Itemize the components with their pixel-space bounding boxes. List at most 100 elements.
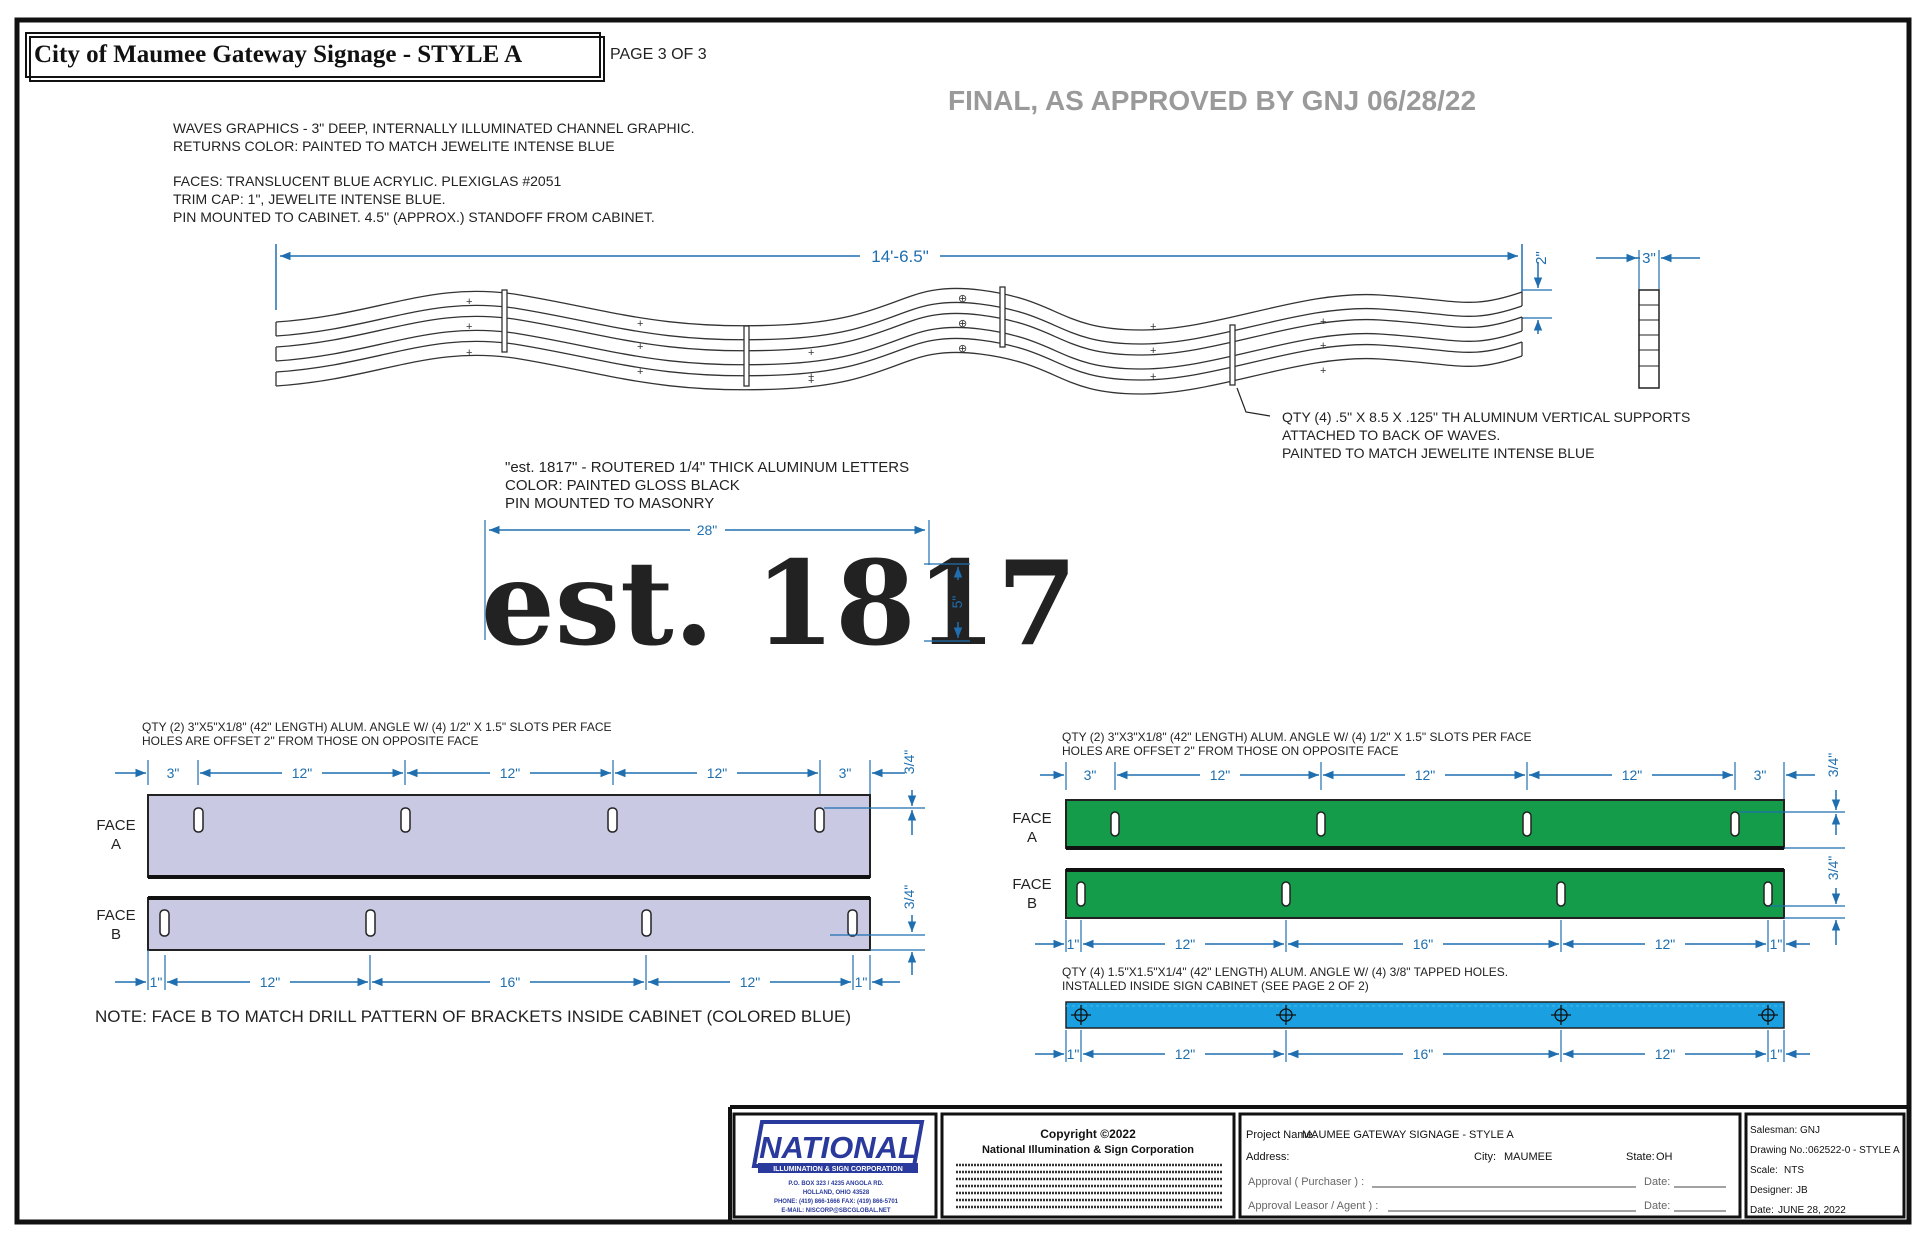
support-notes: QTY (4) .5" X 8.5 X .125" TH ALUMINUM VE… xyxy=(1282,409,1690,461)
waves-length-dimension: 14'-6.5" xyxy=(275,244,1523,310)
svg-text:+: + xyxy=(466,347,472,359)
right-face-a-label-2: A xyxy=(1027,829,1037,846)
date-label: Date: xyxy=(1750,1205,1774,1216)
right-bracket-mid-dimensions: 1" 12" 16" 12" 1" xyxy=(1035,920,1810,952)
company-address-4: E-MAIL: NISCORP@SBCGLOBAL.NET xyxy=(781,1208,891,1214)
logo-subtext: ILLUMINATION & SIGN CORPORATION xyxy=(773,1166,903,1173)
waves-height-label: 2" xyxy=(1533,251,1550,265)
left-bottom-dim-4: 12" xyxy=(740,974,761,990)
right-face-b-label-2: B xyxy=(1027,895,1037,912)
svg-text:+: + xyxy=(808,347,814,359)
company-address-3: PHONE: (419) 866-1666 FAX: (419) 866-570… xyxy=(774,1199,899,1205)
svg-text:+: + xyxy=(808,371,814,383)
waves-note-2: RETURNS COLOR: PAINTED TO MATCH JEWELITE… xyxy=(173,138,615,154)
est-notes: "est. 1817" - ROUTERED 1/4" THICK ALUMIN… xyxy=(505,459,909,512)
left-side-dim-b: 3/4" xyxy=(830,885,925,975)
address-label: Address: xyxy=(1246,1151,1289,1163)
company-logo: NATIONAL ILLUMINATION & SIGN CORPORATION xyxy=(751,1120,925,1173)
waves-notes: WAVES GRAPHICS - 3" DEEP, INTERNALLY ILL… xyxy=(173,120,695,225)
approval-lessor-label: Approval Leasor / Agent ) : xyxy=(1248,1200,1378,1212)
inner-bracket-dimensions: 1" 12" 16" 12" 1" xyxy=(1035,1030,1810,1062)
right-bracket-top-dimensions: 3" 12" 12" 12" 3" xyxy=(1040,762,1815,800)
support-note-1: QTY (4) .5" X 8.5 X .125" TH ALUMINUM VE… xyxy=(1282,409,1690,425)
left-bracket-notes: QTY (2) 3"X5"X1/8" (42" LENGTH) ALUM. AN… xyxy=(142,720,612,748)
approval-purchaser-label: Approval ( Purchaser ) : xyxy=(1248,1176,1364,1188)
left-face-b-label-1: FACE xyxy=(96,907,135,924)
right-bracket-note-1: QTY (2) 3"X3"X1/8" (42" LENGTH) ALUM. AN… xyxy=(1062,730,1532,744)
date-value: JUNE 28, 2022 xyxy=(1778,1205,1846,1216)
left-bracket-face-a: FACE A xyxy=(96,794,871,879)
svg-text:+: + xyxy=(1150,345,1156,357)
title-block xyxy=(728,1105,1909,1222)
right-mid-dim-1: 1" xyxy=(1067,936,1080,952)
company-address-2: HOLLAND, OHIO 43528 xyxy=(803,1190,870,1196)
est-height-label: 5" xyxy=(949,596,965,609)
sheet-border xyxy=(14,17,1912,1225)
svg-text:+: + xyxy=(637,318,643,330)
right-top-dim-1: 3" xyxy=(1084,767,1097,783)
left-face-a-label-2: A xyxy=(111,836,121,853)
left-side-dim-a: 3/4" xyxy=(824,750,925,835)
title-box xyxy=(25,32,601,78)
left-top-dim-2: 12" xyxy=(292,765,313,781)
left-bracket-bottom-dimensions: 1" 12" 16" 12" 1" xyxy=(115,950,900,990)
svg-text:+: + xyxy=(637,341,643,353)
waves-note-5: PIN MOUNTED TO CABINET. 4.5" (APPROX.) S… xyxy=(173,209,655,225)
left-face-a-label-1: FACE xyxy=(96,817,135,834)
svg-text:+: + xyxy=(637,366,643,378)
right-mid-dim-3: 16" xyxy=(1413,936,1434,952)
svg-text:+: + xyxy=(1150,321,1156,333)
project-name-value: MAUMEE GATEWAY SIGNAGE - STYLE A xyxy=(1302,1129,1514,1141)
left-top-dim-4: 12" xyxy=(707,765,728,781)
state-value: OH xyxy=(1656,1151,1673,1163)
waves-side-view xyxy=(1638,289,1660,389)
inner-bracket-note-1: QTY (4) 1.5"X1.5"X1/4" (42" LENGTH) ALUM… xyxy=(1062,965,1508,979)
drawing-number-label: Drawing No.: xyxy=(1750,1145,1808,1156)
drawing-info: Salesman: GNJ Drawing No.: 062522-0 - ST… xyxy=(1750,1125,1900,1216)
est-width-dimension: 28" xyxy=(484,520,930,640)
face-b-note: NOTE: FACE B TO MATCH DRILL PATTERN OF B… xyxy=(95,1007,851,1026)
waves-depth-label: 3" xyxy=(1642,250,1656,267)
approval-stamp: FINAL, AS APPROVED BY GNJ 06/28/22 xyxy=(948,85,1476,116)
waves-graphic xyxy=(275,286,1523,395)
copyright-line: Copyright ©2022 xyxy=(1040,1127,1136,1141)
svg-text:+: + xyxy=(466,321,472,333)
svg-text:+: + xyxy=(1320,316,1326,328)
est-lettering: est. 1817 xyxy=(481,536,1077,672)
left-top-dim-1: 3" xyxy=(167,765,180,781)
right-top-dim-3: 12" xyxy=(1415,767,1436,783)
waves-note-3: FACES: TRANSLUCENT BLUE ACRYLIC. PLEXIGL… xyxy=(173,173,561,189)
right-mid-dim-5: 1" xyxy=(1770,936,1783,952)
right-side-dim-b-label: 3/4" xyxy=(1825,856,1841,880)
approval-lines: Approval ( Purchaser ) : Date: Approval … xyxy=(1248,1176,1726,1212)
left-bracket-note-1: QTY (2) 3"X5"X1/8" (42" LENGTH) ALUM. AN… xyxy=(142,720,612,734)
scale-value: NTS xyxy=(1784,1165,1804,1176)
left-top-dim-3: 12" xyxy=(500,765,521,781)
inner-dim-3: 16" xyxy=(1413,1046,1434,1062)
inner-dim-1: 1" xyxy=(1067,1046,1080,1062)
copyright-company: National Illumination & Sign Corporation xyxy=(982,1144,1194,1156)
waves-pin-marks: +++ +++ +++ ⊕⊕⊕ +++ +++ xyxy=(466,293,1326,387)
copyright-fine-print xyxy=(956,1163,1222,1209)
right-side-dim-a-label: 3/4" xyxy=(1825,753,1841,777)
waves-height-dimension: 2" xyxy=(1522,251,1552,334)
state-label: State: xyxy=(1626,1151,1655,1163)
support-note-2: ATTACHED TO BACK OF WAVES. xyxy=(1282,427,1500,443)
svg-text:+: + xyxy=(1150,371,1156,383)
left-bottom-dim-2: 12" xyxy=(260,974,281,990)
est-height-dimension: 5" xyxy=(924,563,970,642)
left-side-dim-b-label: 3/4" xyxy=(901,885,917,909)
waves-note-1: WAVES GRAPHICS - 3" DEEP, INTERNALLY ILL… xyxy=(173,120,695,136)
waves-depth-dimension: 3" xyxy=(1596,250,1700,290)
inner-bracket-notes: QTY (4) 1.5"X1.5"X1/4" (42" LENGTH) ALUM… xyxy=(1062,965,1508,993)
logo-text: NATIONAL xyxy=(759,1130,917,1165)
designer-value: JB xyxy=(1796,1185,1808,1196)
svg-text:⊕: ⊕ xyxy=(958,318,967,330)
svg-text:+: + xyxy=(466,296,472,308)
project-info: Project Name: MAUMEE GATEWAY SIGNAGE - S… xyxy=(1246,1129,1673,1163)
